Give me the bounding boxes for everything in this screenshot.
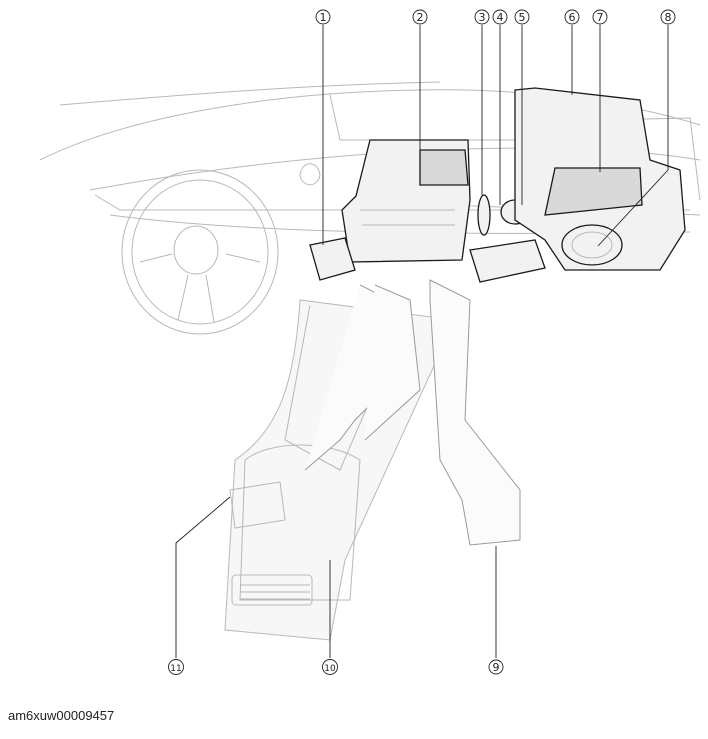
svg-text:10: 10 [324, 664, 336, 674]
leader-lines [175, 25, 669, 658]
svg-text:6: 6 [569, 11, 576, 24]
hvac-unit [309, 139, 546, 283]
svg-text:8: 8 [665, 11, 672, 24]
callout-8: 8 [660, 9, 676, 25]
rear-floor-ducts [304, 279, 521, 546]
callout-6: 6 [564, 9, 580, 25]
figure-id: am6xuw00009457 [8, 708, 115, 723]
svg-text:1: 1 [320, 11, 327, 24]
callout-10: 10 [322, 659, 338, 675]
svg-text:3: 3 [479, 11, 486, 24]
svg-text:5: 5 [519, 11, 526, 24]
svg-text:11: 11 [170, 664, 181, 674]
center-console-outline [224, 299, 456, 641]
svg-text:9: 9 [493, 661, 500, 674]
callout-9: 9 [488, 659, 504, 675]
callout-11: 11 [168, 659, 184, 675]
callout-1: 1 [315, 9, 331, 25]
callout-4: 4 [492, 9, 508, 25]
svg-text:7: 7 [597, 11, 604, 24]
callout-7: 7 [592, 9, 608, 25]
svg-text:2: 2 [417, 11, 424, 24]
callout-3: 3 [474, 9, 490, 25]
blower-assembly [514, 87, 686, 271]
hvac-component-location-diagram: 1 2 3 4 5 6 7 8 9 10 11 [39, 9, 701, 675]
callout-2: 2 [412, 9, 428, 25]
steering-wheel-outline [121, 169, 279, 335]
svg-text:4: 4 [497, 11, 504, 24]
callout-5: 5 [514, 9, 530, 25]
